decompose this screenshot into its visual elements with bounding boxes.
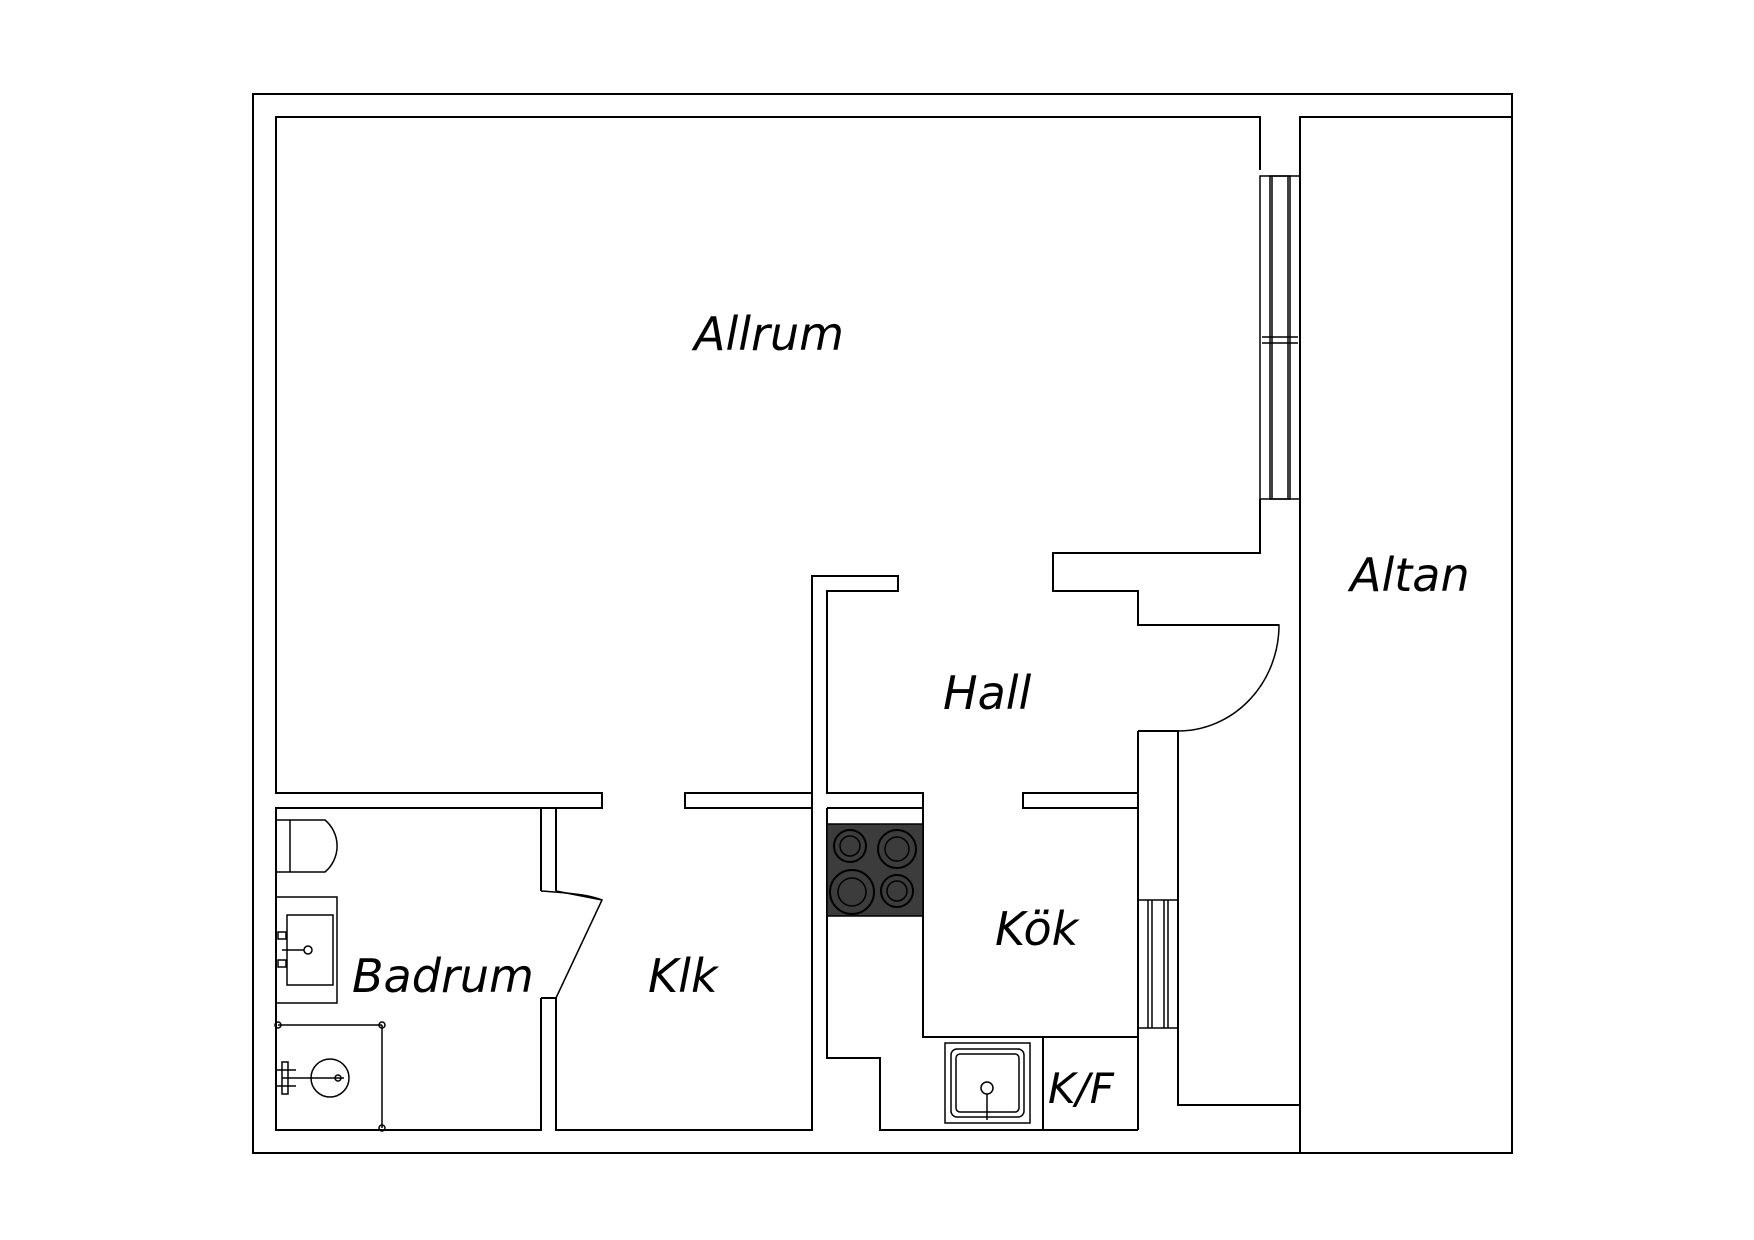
hall-walls (684, 575, 1300, 1130)
bathroom-sink-icon (275, 896, 338, 1004)
room-label-kf: K/F (1048, 1064, 1115, 1113)
shower-icon (274, 1021, 386, 1132)
room-label-badrum: Badrum (352, 949, 534, 1003)
altan-walls (1299, 116, 1512, 1153)
badrum-walls (540, 807, 813, 1131)
window-allrum (1259, 175, 1301, 500)
room-label-altan: Altan (1347, 548, 1470, 602)
badrum-door[interactable] (540, 890, 604, 999)
entrance-door[interactable] (1177, 624, 1280, 732)
kitchen-sink-icon (944, 1042, 1031, 1124)
room-label-klk: Klk (648, 949, 720, 1003)
window-kok (1137, 899, 1179, 1029)
room-label-kok: Kök (995, 902, 1081, 956)
toilet-icon (276, 819, 338, 873)
stove-icon (826, 823, 924, 917)
room-label-hall: Hall (943, 666, 1032, 720)
kok-walls (826, 807, 1138, 1131)
room-label-allrum: Allrum (691, 307, 844, 361)
outer-walls (252, 93, 1513, 1154)
